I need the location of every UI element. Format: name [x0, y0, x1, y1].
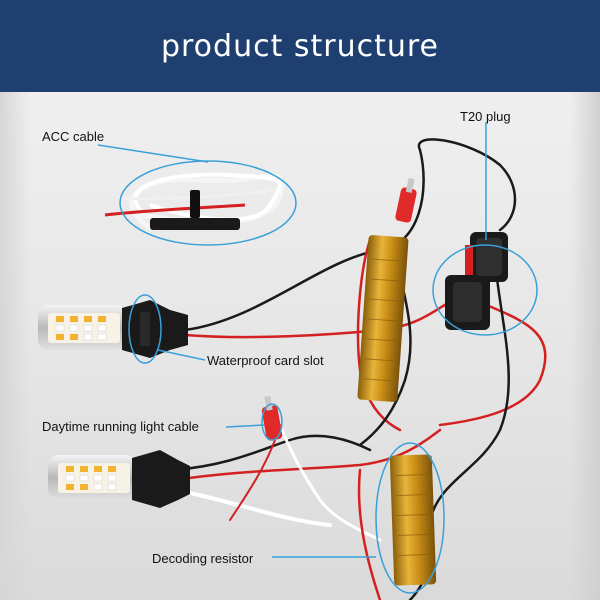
- spade-connector-drl: [261, 395, 283, 441]
- label-t20-plug: T20 plug: [460, 109, 511, 124]
- acc-cable-bundle: [104, 172, 285, 231]
- label-drl-cable: Daytime running light cable: [42, 419, 199, 434]
- wire-harness: [173, 138, 547, 600]
- photo-shadow-left: [0, 92, 30, 600]
- label-waterproof-slot: Waterproof card slot: [207, 353, 324, 368]
- t20-plug-socket: [445, 232, 508, 330]
- photo-shadow-right: [570, 92, 600, 600]
- led-bulb-lower: [48, 450, 190, 508]
- callout-drl-connector: [261, 403, 283, 441]
- decoding-resistor-upper: [357, 235, 409, 402]
- callout-decoding-resistor: [375, 442, 445, 594]
- leader-waterproof-slot: [157, 349, 206, 361]
- leader-drl-cable: [225, 424, 265, 428]
- callout-t20-plug: [432, 244, 538, 336]
- label-acc-cable: ACC cable: [42, 129, 105, 144]
- callout-waterproof-slot: [128, 294, 162, 364]
- led-bulb-upper: [38, 300, 188, 358]
- page-title: product structure: [160, 28, 440, 64]
- title-banner: product structure: [0, 0, 600, 92]
- callout-acc-cable: [119, 160, 297, 246]
- spade-connector-top: [395, 177, 417, 223]
- label-decoding-resistor: Decoding resistor: [152, 551, 254, 566]
- decoding-resistor-lower: [389, 454, 437, 586]
- leader-acc-cable: [97, 144, 209, 163]
